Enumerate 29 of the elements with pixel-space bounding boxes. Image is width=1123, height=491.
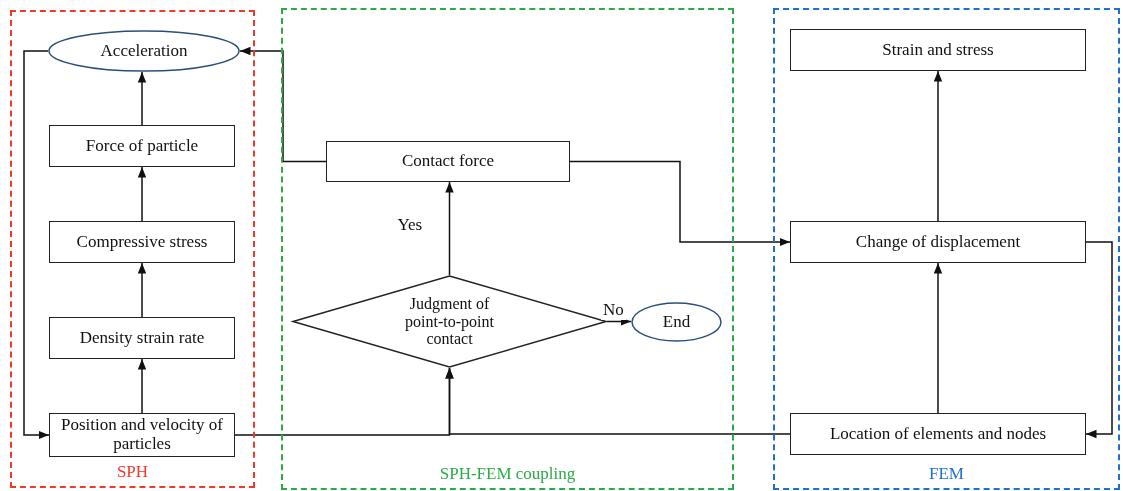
- arrow: [23, 50, 50, 440]
- arrow: [445, 367, 791, 435]
- arrow: [933, 262, 943, 414]
- arrow: [606, 317, 632, 326]
- arrow: [137, 71, 147, 126]
- process-box: Density strain rate: [49, 317, 235, 359]
- process-box: Compressive stress: [49, 221, 235, 263]
- arrow: [137, 358, 147, 414]
- arrow: [445, 181, 454, 276]
- process-box: Strain and stress: [790, 29, 1086, 71]
- process-box: Position and velocity of particles: [49, 413, 235, 457]
- terminal-ellipse: End: [631, 302, 722, 342]
- dashed-group-frame: [10, 10, 255, 488]
- arrow: [1085, 241, 1113, 439]
- process-box: Contact force: [326, 141, 570, 182]
- arrow: [137, 262, 147, 318]
- dashed-group-frame: [281, 8, 734, 490]
- group-label: SPH: [115, 463, 150, 482]
- group-label: FEM: [928, 465, 965, 484]
- arrow: [239, 46, 327, 163]
- terminal-ellipse: Acceleration: [48, 30, 240, 72]
- process-box: Force of particle: [49, 125, 235, 167]
- arrow: [933, 70, 943, 222]
- process-box: Location of elements and nodes: [790, 413, 1086, 455]
- arrow: [137, 166, 147, 222]
- process-box: Change of displacement: [790, 221, 1086, 263]
- dashed-group-frame: [773, 8, 1120, 490]
- group-label: SPH-FEM coupling: [438, 465, 577, 484]
- arrow: [569, 160, 791, 247]
